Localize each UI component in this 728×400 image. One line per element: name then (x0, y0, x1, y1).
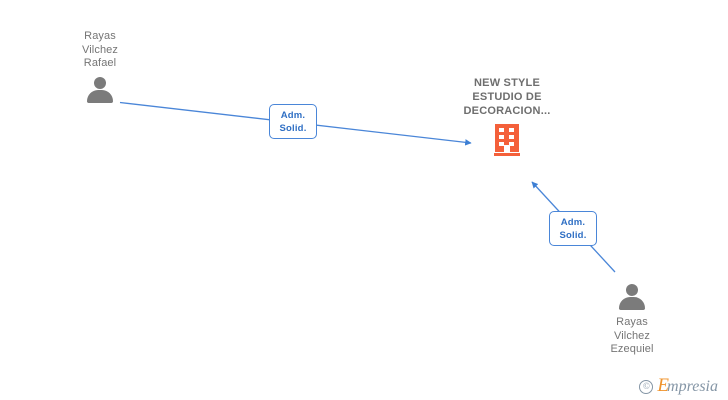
person-head (626, 284, 638, 296)
building-window (509, 135, 514, 139)
copyright-icon: © (639, 379, 654, 394)
person-name-ezequiel: Rayas Vilchez Ezequiel (610, 316, 654, 355)
person-icon (615, 284, 649, 310)
brand-name-text: mpresia (667, 378, 718, 395)
brand-logo: E mpresia (657, 375, 718, 396)
person-name-rafael: Rayas Vilchez Rafael (82, 30, 118, 69)
building-icon (494, 124, 520, 156)
company-node[interactable]: NEW STYLE ESTUDIO DE DECORACION... (442, 76, 572, 156)
relation-label-rafael[interactable]: Adm. Solid. (269, 104, 317, 139)
building-door (504, 145, 510, 153)
building-window (499, 128, 504, 132)
person-body (87, 89, 113, 103)
building-window (509, 128, 514, 132)
building-window (499, 142, 504, 146)
building-window (499, 135, 504, 139)
brand-initial-letter: E (657, 375, 670, 396)
building-window (509, 142, 514, 146)
empresia-watermark: © E mpresia (639, 375, 718, 396)
relation-label-ezequiel[interactable]: Adm. Solid. (549, 211, 597, 246)
person-head (94, 76, 106, 89)
company-name: NEW STYLE ESTUDIO DE DECORACION... (463, 77, 551, 117)
person-body (619, 297, 645, 310)
building-base (494, 153, 520, 156)
person-node-ezequiel[interactable]: Rayas Vilchez Ezequiel (587, 284, 677, 357)
person-icon (83, 76, 117, 103)
person-node-rafael[interactable]: Rayas Vilchez Rafael (55, 30, 145, 103)
